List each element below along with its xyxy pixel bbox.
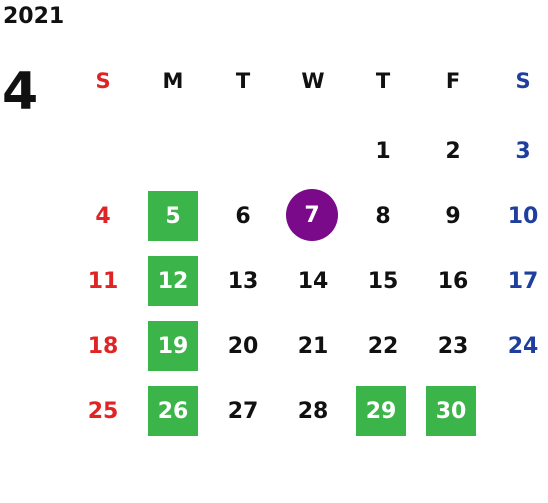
weekday-header-fri: F: [445, 69, 461, 93]
day-cell-9[interactable]: 9: [445, 203, 461, 229]
weekday-header-sat: S: [515, 69, 531, 93]
weekday-header-wed: W: [301, 69, 325, 93]
day-cell-26[interactable]: 26: [148, 386, 198, 436]
year-label: 2021: [3, 4, 65, 29]
weekday-header-thu: T: [375, 69, 391, 93]
day-cell-30[interactable]: 30: [426, 386, 476, 436]
day-cell-7-today[interactable]: 7: [286, 189, 338, 241]
day-cell-5[interactable]: 5: [148, 191, 198, 241]
day-cell-27[interactable]: 27: [227, 398, 259, 424]
day-cell-10[interactable]: 10: [507, 203, 539, 229]
day-cell-11[interactable]: 11: [87, 268, 119, 294]
day-cell-14[interactable]: 14: [297, 268, 329, 294]
day-cell-6[interactable]: 6: [235, 203, 251, 229]
day-cell-2[interactable]: 2: [445, 138, 461, 164]
day-cell-28[interactable]: 28: [297, 398, 329, 424]
day-cell-19[interactable]: 19: [148, 321, 198, 371]
day-cell-24[interactable]: 24: [507, 333, 539, 359]
day-cell-1[interactable]: 1: [375, 138, 391, 164]
day-cell-22[interactable]: 22: [367, 333, 399, 359]
day-cell-21[interactable]: 21: [297, 333, 329, 359]
day-cell-17[interactable]: 17: [507, 268, 539, 294]
day-cell-25[interactable]: 25: [87, 398, 119, 424]
day-cell-3[interactable]: 3: [515, 138, 531, 164]
day-cell-15[interactable]: 15: [367, 268, 399, 294]
day-cell-20[interactable]: 20: [227, 333, 259, 359]
day-cell-18[interactable]: 18: [87, 333, 119, 359]
weekday-header-tue: T: [235, 69, 251, 93]
day-cell-8[interactable]: 8: [375, 203, 391, 229]
month-label: 4: [2, 62, 39, 122]
day-cell-12[interactable]: 12: [148, 256, 198, 306]
day-cell-16[interactable]: 16: [437, 268, 469, 294]
day-cell-4[interactable]: 4: [95, 203, 111, 229]
weekday-header-mon: M: [162, 69, 184, 93]
weekday-header-sun: S: [95, 69, 111, 93]
day-cell-23[interactable]: 23: [437, 333, 469, 359]
day-cell-29[interactable]: 29: [356, 386, 406, 436]
day-cell-13[interactable]: 13: [227, 268, 259, 294]
